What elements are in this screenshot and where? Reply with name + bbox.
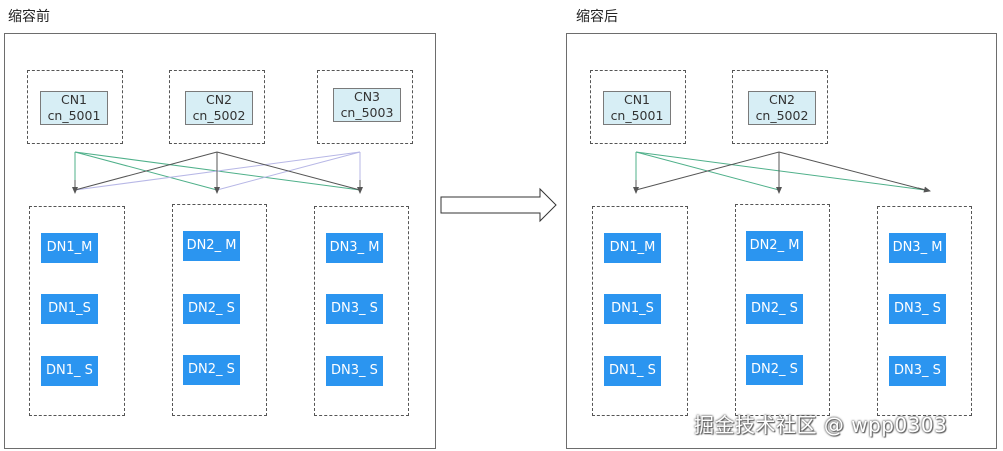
before-dn1-standby-1: DN1_S bbox=[41, 294, 98, 324]
cn-port: cn_5002 bbox=[755, 108, 809, 123]
cn-port: cn_5001 bbox=[47, 108, 101, 123]
after-title: 缩容后 bbox=[576, 9, 618, 25]
before-cn3-group bbox=[317, 70, 413, 144]
before-dn3-standby-1: DN3_ S bbox=[326, 294, 383, 324]
after-cn2-node: CN2 cn_5002 bbox=[748, 91, 816, 125]
before-dn2-master: DN2_ M bbox=[183, 231, 240, 261]
before-dn2-standby-1: DN2_ S bbox=[183, 294, 240, 324]
before-dn3-group bbox=[314, 206, 409, 416]
cn-name: CN3 bbox=[353, 89, 381, 104]
after-dn3-standby-2: DN3_ S bbox=[889, 356, 946, 386]
before-cn1-node: CN1 cn_5001 bbox=[40, 91, 108, 125]
before-arrowheads bbox=[72, 180, 363, 194]
after-dn2-master: DN2_ M bbox=[746, 231, 803, 261]
before-cn1-group bbox=[27, 70, 123, 144]
cn-name: CN2 bbox=[768, 92, 796, 107]
before-dn1-group bbox=[29, 206, 125, 416]
before-dn3-standby-2: DN3_ S bbox=[326, 356, 383, 386]
after-cn1-links bbox=[635, 151, 926, 191]
before-dn2-group bbox=[172, 204, 267, 416]
after-arrowheads bbox=[633, 180, 931, 194]
after-dn2-standby-2: DN2_ S bbox=[746, 355, 803, 385]
transition-arrow bbox=[440, 187, 557, 223]
after-dn1-standby-1: DN1_S bbox=[604, 294, 661, 324]
after-cn2-group bbox=[732, 70, 828, 144]
before-dn1-master: DN1_M bbox=[41, 233, 98, 263]
cn-port: cn_5001 bbox=[610, 108, 664, 123]
watermark-text: 掘金技术社区 @ wpp0303 bbox=[694, 413, 948, 437]
after-dn2-group bbox=[735, 204, 830, 416]
cn-port: cn_5003 bbox=[340, 105, 394, 120]
before-cn2-node: CN2 cn_5002 bbox=[185, 91, 253, 125]
before-dn2-standby-2: DN2_ S bbox=[183, 355, 240, 385]
cn-name: CN1 bbox=[60, 92, 88, 107]
cn-port: cn_5002 bbox=[192, 108, 246, 123]
after-cn1-group bbox=[590, 70, 686, 144]
cn-name: CN2 bbox=[205, 92, 233, 107]
cn-name: CN1 bbox=[623, 92, 651, 107]
after-dn2-standby-1: DN2_ S bbox=[746, 294, 803, 324]
after-dn1-group bbox=[592, 206, 688, 416]
before-title: 缩容前 bbox=[8, 9, 50, 25]
after-dn1-standby-2: DN1_ S bbox=[604, 356, 661, 386]
after-dn3-standby-1: DN3_ S bbox=[889, 294, 946, 324]
before-dn1-standby-2: DN1_ S bbox=[41, 356, 98, 386]
after-dn3-group bbox=[877, 206, 972, 416]
after-dn1-master: DN1_M bbox=[604, 233, 661, 263]
before-cn2-group bbox=[169, 70, 265, 144]
after-cn1-node: CN1 cn_5001 bbox=[603, 91, 671, 125]
before-dn3-master: DN3_ M bbox=[326, 233, 383, 263]
after-dn3-master: DN3_ M bbox=[889, 233, 946, 263]
before-cn3-node: CN3 cn_5003 bbox=[333, 88, 401, 122]
